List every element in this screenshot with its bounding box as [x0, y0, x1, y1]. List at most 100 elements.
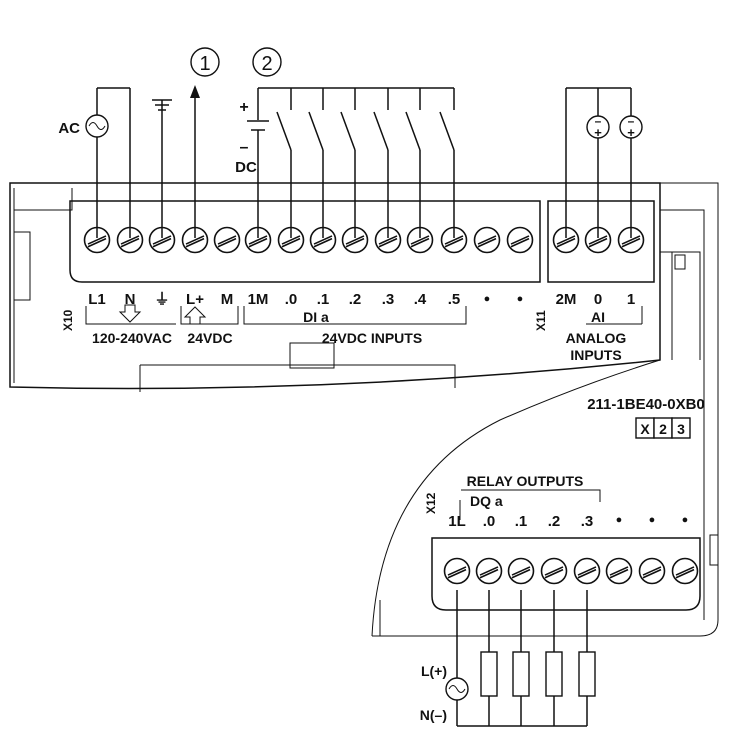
terminal-screw-icon	[584, 226, 612, 254]
part-number: 211-1BE40-0XB0	[587, 396, 705, 413]
callout-2-label: 2	[261, 53, 272, 75]
analog-sensor-2-icon	[619, 115, 643, 139]
terminal-label: 0	[594, 291, 602, 308]
version-box-label: 3	[677, 421, 685, 437]
relay-terminal-label: .2	[548, 513, 561, 530]
terminal-screw-icon	[473, 226, 501, 254]
input-switch	[276, 88, 292, 238]
analog-sensor-2-plus: +	[627, 125, 635, 140]
module-housing	[9, 182, 719, 637]
dc-minus-label: –	[240, 139, 249, 156]
version-box-label: X	[640, 421, 650, 437]
callout-1-label: 1	[199, 53, 210, 75]
terminal-screws	[83, 226, 645, 254]
group-brackets	[85, 306, 643, 520]
down-arrow-icon	[118, 304, 142, 323]
connector-x12-label: X12	[424, 492, 438, 514]
group-label-di: DI a	[303, 309, 329, 325]
terminal-label: .1	[317, 291, 330, 308]
relay-terminal-label: .3	[581, 513, 594, 530]
terminal-label: ⏚	[154, 291, 169, 308]
terminal-screw-icon	[507, 557, 535, 585]
relay-title: RELAY OUTPUTS	[467, 473, 584, 489]
terminal-screw-icon	[475, 557, 503, 585]
group-label-ac: 120-240VAC	[92, 330, 172, 346]
terminal-label: .0	[285, 291, 298, 308]
version-box	[671, 417, 691, 439]
terminal-label: M	[221, 291, 234, 308]
input-switch	[405, 88, 421, 238]
group-label-inputs: 24VDC INPUTS	[322, 330, 422, 346]
terminal-screw-icon	[440, 226, 468, 254]
relay-wiring	[456, 590, 587, 727]
terminal-label: N	[125, 291, 136, 308]
group-label-dc: 24VDC	[187, 330, 232, 346]
terminal-screw-icon	[638, 557, 666, 585]
terminal-label: .3	[382, 291, 395, 308]
load-minus-label: N(–)	[420, 707, 447, 723]
relay-terminal-label: .0	[483, 513, 496, 530]
relay-loads	[480, 590, 596, 726]
terminal-label: ●	[484, 293, 491, 305]
relay-terminal-screws	[443, 557, 699, 585]
terminal-label: 1	[627, 291, 635, 308]
connector-x11-label: X11	[534, 310, 548, 331]
input-switch	[373, 88, 389, 238]
terminal-screw-icon	[309, 226, 337, 254]
analog-sensor-1-plus: +	[594, 125, 602, 140]
top-terminal-block	[69, 200, 655, 283]
connector-x10-label: X10	[61, 309, 75, 331]
analog-sensor-1-icon	[586, 115, 610, 139]
analog-wiring	[565, 87, 632, 238]
terminal-screw-icon	[181, 226, 209, 254]
relay-load-icon	[512, 590, 530, 726]
terminal-screw-icon	[573, 557, 601, 585]
relay-load-icon	[578, 590, 596, 726]
up-arrow-icon	[183, 306, 207, 325]
input-switches	[276, 88, 455, 238]
terminal-label: .2	[349, 291, 362, 308]
terminal-label: .4	[414, 291, 427, 308]
terminal-screw-icon	[671, 557, 699, 585]
relay-terminal-labels: 1L .0 .1 .2 .3 ● ● ●	[448, 513, 688, 530]
relay-terminal-label: ●	[616, 514, 623, 526]
ac-source-icon	[85, 114, 109, 138]
ac-label: AC	[58, 120, 80, 137]
input-switch	[340, 88, 356, 238]
relay-terminal-label: ●	[649, 514, 656, 526]
relay-terminal-label: 1L	[448, 513, 466, 530]
terminal-screw-icon	[552, 226, 580, 254]
callout-1-circle	[190, 47, 220, 77]
callout-2-circle	[252, 47, 282, 77]
relay-dq-label: DQ a	[470, 493, 503, 509]
supply-wiring	[96, 85, 454, 238]
relay-load-icon	[545, 590, 563, 726]
input-switch	[308, 88, 324, 238]
load-supply-icon	[445, 677, 469, 701]
dc-plus-label: +	[239, 99, 248, 116]
terminal-label: L1	[88, 291, 106, 308]
terminal-screw-icon	[277, 226, 305, 254]
terminal-screw-icon	[605, 557, 633, 585]
input-switch	[439, 88, 455, 238]
analog-sensor-1-minus: –	[595, 114, 602, 128]
relay-terminal-label: ●	[682, 514, 689, 526]
terminal-screw-icon	[374, 226, 402, 254]
analog-ai-label: AI	[591, 309, 605, 325]
terminal-screw-icon	[116, 226, 144, 254]
load-plus-label: L(+)	[421, 663, 447, 679]
terminal-label: 2M	[556, 291, 577, 308]
terminal-label: .5	[448, 291, 461, 308]
analog-group-line2: INPUTS	[570, 347, 621, 363]
analog-sensor-2-minus: –	[628, 114, 635, 128]
analog-group-line1: ANALOG	[566, 330, 627, 346]
terminal-screw-icon	[443, 557, 471, 585]
terminal-screw-icon	[213, 226, 241, 254]
terminal-label: L+	[186, 291, 204, 308]
relay-terminal-label: .1	[515, 513, 528, 530]
terminal-label: ●	[517, 293, 524, 305]
version-box-label: 2	[659, 421, 667, 437]
